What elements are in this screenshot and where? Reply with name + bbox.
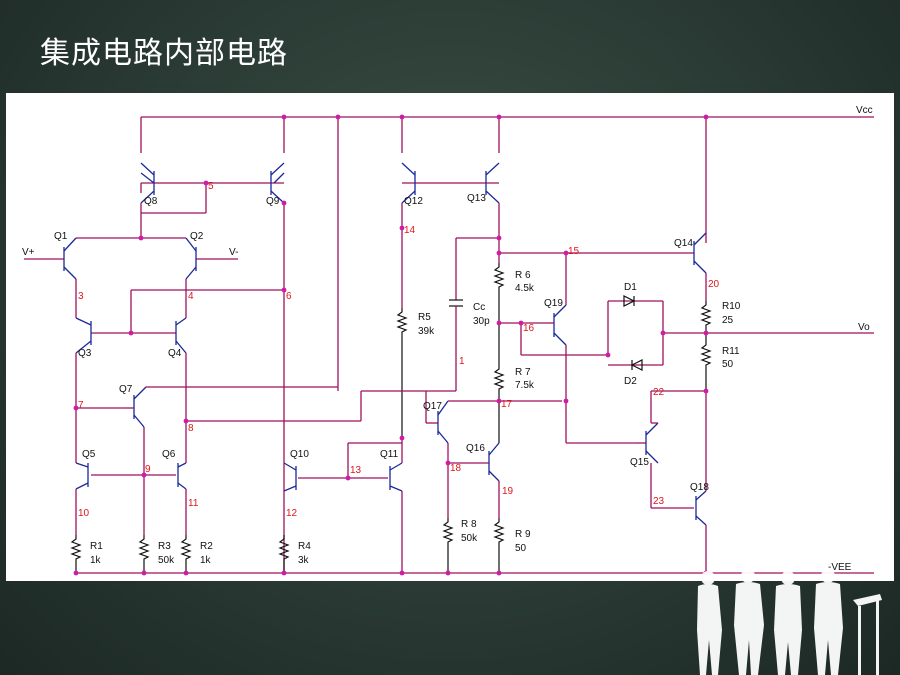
- node-19-label: 19: [502, 486, 514, 497]
- r11-value: 50: [722, 359, 734, 370]
- node-15-label: 15: [568, 246, 580, 257]
- node-13-label: 13: [350, 465, 362, 476]
- node-4-label: 4: [188, 291, 194, 302]
- current-mirror-stage: [283, 162, 566, 573]
- junction-dots: [73, 114, 709, 576]
- r8-name: R 8: [461, 519, 477, 530]
- q16-label: Q16: [466, 443, 485, 454]
- node-22-label: 22: [653, 387, 665, 398]
- circuit-diagram-panel: Vcc -VEE V+ V- Vo Q8 Q9 Q1 Q2 Q3 Q4 Q7 Q…: [6, 93, 894, 581]
- node-1-label: 1: [459, 356, 465, 367]
- vee-label: -VEE: [828, 562, 852, 573]
- node-17-label: 17: [501, 399, 513, 410]
- input-differential-stage: [24, 162, 361, 573]
- node-18-label: 18: [450, 463, 462, 474]
- q7-label: Q7: [119, 384, 133, 395]
- r9-value: 50: [515, 543, 527, 554]
- r10-value: 25: [722, 315, 734, 326]
- transistor-labels: Q8 Q9 Q1 Q2 Q3 Q4 Q7 Q5 Q6 Q10 Q11 Q12 Q…: [54, 193, 709, 493]
- output-stage: [520, 232, 874, 573]
- r2-name: R2: [200, 541, 213, 552]
- component-labels: Cc 30p D1 D2: [473, 282, 637, 387]
- business-people-silhouette-decoration: [697, 570, 882, 675]
- q12-label: Q12: [404, 196, 423, 207]
- r3-name: R3: [158, 541, 171, 552]
- r10-name: R10: [722, 301, 741, 312]
- node-number-labels: 5 3 4 6 7 8 9 10 11 12 13 14 1 15 16 17 …: [78, 181, 720, 519]
- r3-value: 50k: [158, 555, 175, 566]
- r7-name: R 7: [515, 367, 531, 378]
- resistor-labels: R1 1k R3 50k R2 1k R4 3k R5 39k R 6 4.5k…: [90, 270, 741, 566]
- node-10-label: 10: [78, 508, 90, 519]
- node-7-label: 7: [78, 400, 84, 411]
- r8-value: 50k: [461, 533, 478, 544]
- r9-name: R 9: [515, 529, 531, 540]
- node-11-label: 11: [188, 498, 199, 509]
- r6-name: R 6: [515, 270, 531, 281]
- r5-value: 39k: [418, 326, 435, 337]
- node-8-label: 8: [188, 423, 194, 434]
- port-labels: Vcc -VEE V+ V- Vo: [22, 105, 873, 573]
- node-5-label: 5: [208, 181, 214, 192]
- d1-label: D1: [624, 282, 637, 293]
- vplus-label: V+: [22, 247, 35, 258]
- q18-label: Q18: [690, 482, 709, 493]
- r4-value: 3k: [298, 555, 310, 566]
- vminus-label: V-: [229, 247, 238, 258]
- node-14-label: 14: [404, 225, 416, 236]
- r1-name: R1: [90, 541, 103, 552]
- q9-label: Q9: [266, 196, 280, 207]
- vcc-label: Vcc: [856, 105, 873, 116]
- node-20-label: 20: [708, 279, 720, 290]
- q4-label: Q4: [168, 348, 182, 359]
- node-9-label: 9: [145, 464, 151, 475]
- q6-label: Q6: [162, 449, 176, 460]
- circuit-schematic: Vcc -VEE V+ V- Vo Q8 Q9 Q1 Q2 Q3 Q4 Q7 Q…: [22, 105, 874, 576]
- r7-value: 7.5k: [515, 380, 535, 391]
- slide-title: 集成电路内部电路: [40, 36, 288, 71]
- q1-label: Q1: [54, 231, 68, 242]
- node-12-label: 12: [286, 508, 298, 519]
- q11-label: Q11: [380, 449, 399, 460]
- node-3-label: 3: [78, 291, 84, 302]
- q10-label: Q10: [290, 449, 309, 460]
- q19-label: Q19: [544, 298, 563, 309]
- bias-resistors: [70, 535, 290, 573]
- r6-value: 4.5k: [515, 283, 535, 294]
- node-6-label: 6: [286, 291, 292, 302]
- r4-name: R4: [298, 541, 311, 552]
- q5-label: Q5: [82, 449, 96, 460]
- node-16-label: 16: [523, 323, 535, 334]
- vcc-rail: [140, 116, 874, 391]
- q3-label: Q3: [78, 348, 92, 359]
- vo-label: Vo: [858, 322, 870, 333]
- node-23-label: 23: [653, 496, 665, 507]
- q8-label: Q8: [144, 196, 158, 207]
- q2-label: Q2: [190, 231, 204, 242]
- q13-label: Q13: [467, 193, 486, 204]
- r1-value: 1k: [90, 555, 102, 566]
- q15-label: Q15: [630, 457, 649, 468]
- q17-label: Q17: [423, 401, 442, 412]
- r11-name: R11: [722, 346, 740, 357]
- capacitor-value: 30p: [473, 316, 490, 327]
- r5-name: R5: [418, 312, 431, 323]
- q14-label: Q14: [674, 238, 693, 249]
- d2-label: D2: [624, 376, 637, 387]
- r2-value: 1k: [200, 555, 212, 566]
- capacitor-name: Cc: [473, 302, 485, 313]
